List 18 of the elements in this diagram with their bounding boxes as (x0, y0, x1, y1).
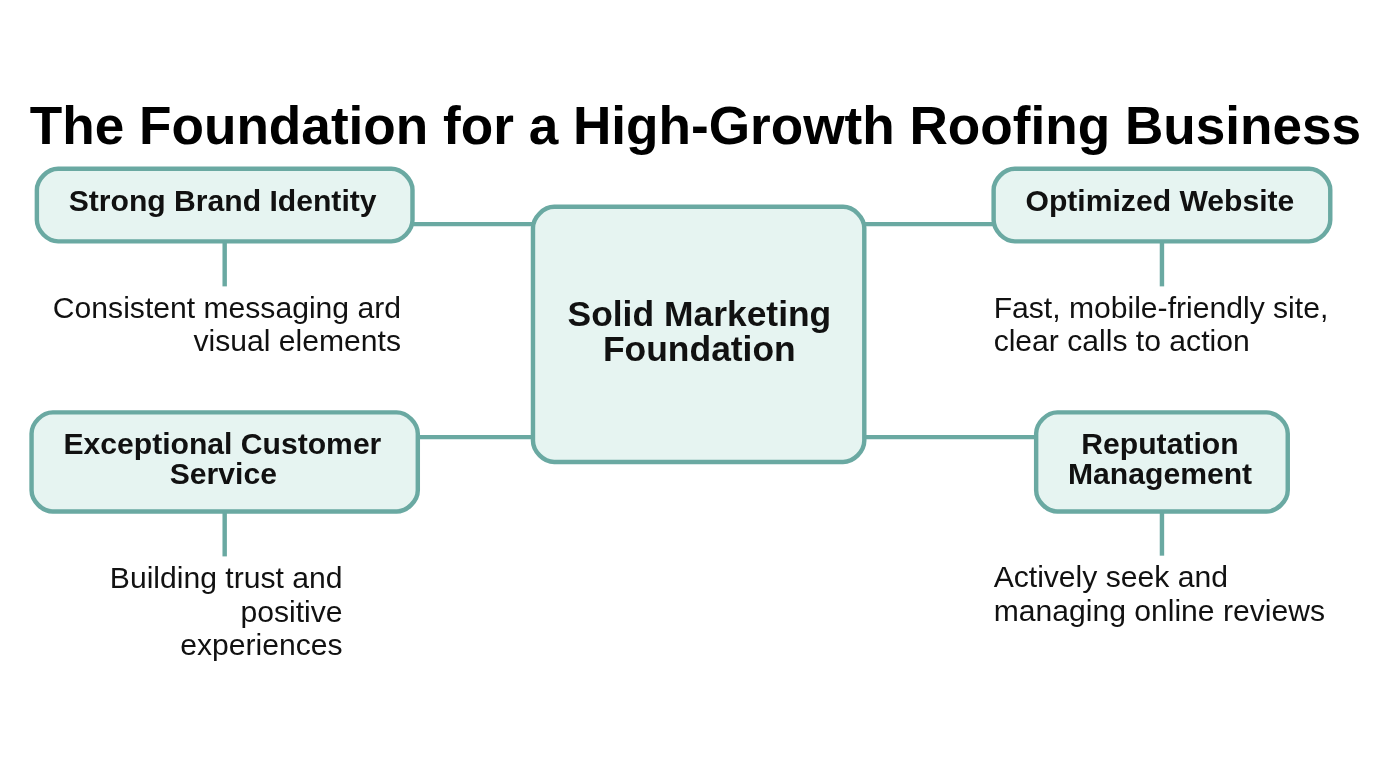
node-box: Optimized Website (991, 166, 1333, 244)
connector (412, 221, 533, 227)
node-text: Building trust and positive experiences (109, 560, 343, 662)
connector (418, 434, 533, 440)
node-text: Consistent messaging ard visual elements (52, 290, 401, 358)
node-box: Reputation Management (1033, 410, 1290, 514)
connector (222, 241, 227, 287)
connector (864, 221, 994, 227)
connector (864, 434, 1036, 440)
connector (222, 511, 227, 557)
connector (1159, 512, 1165, 556)
diagram-title: The Foundation for a High-Growth Roofing Business (29, 95, 1362, 155)
connector (1159, 241, 1165, 287)
node-text: Actively seek and managing online reviews (993, 560, 1326, 627)
node-box: Strong Brand Identity (34, 166, 415, 244)
node-text: Fast, mobile-friendly site, clear calls to action (993, 290, 1329, 358)
node-box: Exceptional Customer Service (29, 410, 420, 514)
node-box: Solid Marketing Foundation (530, 204, 867, 465)
